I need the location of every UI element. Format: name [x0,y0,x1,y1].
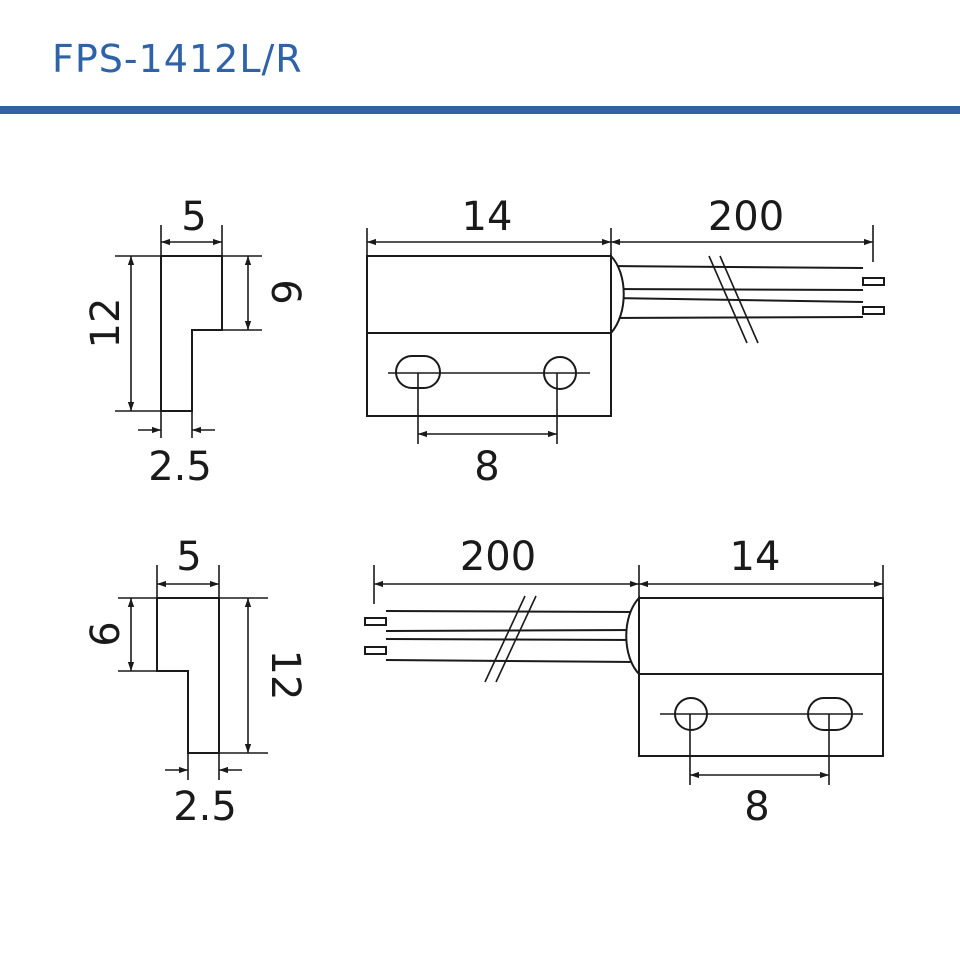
top-wire-break-1 [708,255,748,344]
bottom-wire-break-1 [484,595,526,683]
top-length-label: 14 [462,194,513,240]
top-profile-view: 5 12 6 2.5 [83,194,308,490]
top-end-cap [610,253,625,336]
bottom-pitch-label: 8 [744,784,769,830]
top-wire-tip-lower [862,306,885,315]
top-wire-tip-upper [862,277,885,286]
top-round-hole [543,356,577,390]
bottom-profile-outline [156,597,220,754]
bottom-step-label: 6 [83,621,129,646]
top-wire-break-2 [719,255,759,344]
bottom-round-hole [674,697,708,731]
bottom-wire-lower [385,638,640,663]
bottom-thickness-label: 2.5 [173,784,237,830]
bottom-housing [638,597,884,757]
top-wire-upper [610,265,864,291]
page-title: FPS-1412L/R [52,37,303,81]
bottom-wire-tip-lower [364,646,387,655]
title-rule [0,106,960,114]
top-body-view: 14 200 8 [366,194,885,490]
top-wire-lower [610,297,864,319]
bottom-height-label: 12 [262,650,308,701]
bottom-lead-label: 200 [460,534,536,580]
top-step-label: 6 [262,279,308,304]
bottom-wire-tip-upper [364,617,387,626]
bottom-wire-upper [385,610,640,632]
top-height-label: 12 [83,298,129,349]
top-width-label: 5 [181,194,206,240]
bottom-profile-view: 5 6 12 2.5 [83,534,308,830]
bottom-width-label: 5 [176,534,201,580]
top-lead-label: 200 [708,194,784,240]
bottom-length-label: 14 [730,534,781,580]
bottom-slot-hole [807,697,853,731]
top-profile-outline [160,255,223,412]
bottom-wire-break-2 [495,595,537,683]
top-pitch-label: 8 [474,444,499,490]
top-housing [366,255,612,417]
top-thickness-label: 2.5 [148,444,212,490]
bottom-body-view: 200 14 8 [364,534,884,830]
